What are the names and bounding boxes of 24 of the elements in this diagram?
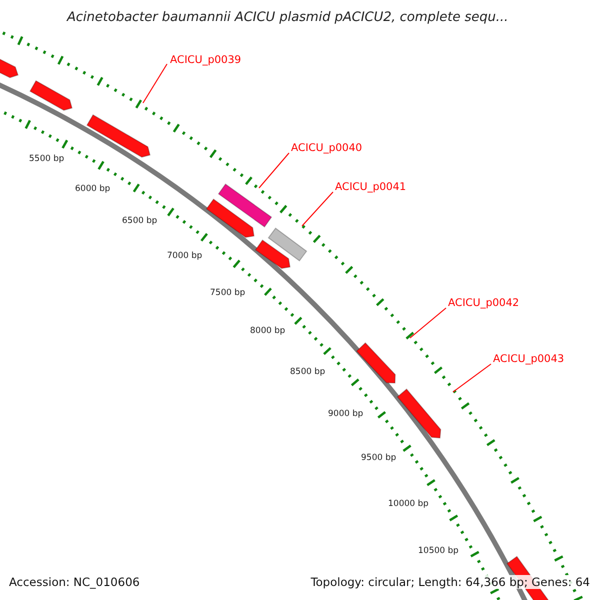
scale-label: 8500 bp (290, 367, 326, 377)
gene-label: ACICU_p0040 (291, 142, 362, 154)
scale-label: 6000 bp (75, 184, 110, 194)
footer-text: Topology: circular; Length: 64,366 bp; Genes: 64 (310, 575, 590, 589)
leader-line (258, 152, 290, 188)
scale-label: 9000 bp (328, 409, 364, 419)
gene-label: ACICU_p0043 (493, 353, 564, 365)
gene-label: ACICU_p0039 (170, 54, 242, 66)
gene-label: ACICU_p0041 (335, 181, 406, 193)
leader-line (142, 64, 168, 104)
leader-line (452, 364, 492, 392)
leader-line (410, 308, 446, 338)
scale-label: 5500 bp (29, 154, 64, 164)
scale-label: 7500 bp (210, 288, 246, 298)
leader-line (302, 192, 334, 226)
scale-label: 7000 bp (167, 251, 202, 261)
scale-label: 10500 bp (418, 546, 459, 556)
gene-label: ACICU_p0042 (448, 297, 520, 309)
scale-label: 10000 bp (388, 499, 429, 509)
footer-text: Accession: NC_010606 (9, 575, 140, 589)
scale-label: 8000 bp (250, 326, 286, 336)
scale-label: 9500 bp (361, 453, 396, 463)
scale-label: 6500 bp (122, 216, 158, 226)
title: Acinetobacter baumannii ACICU plasmid pACICU2, complete sequ... (67, 10, 508, 25)
